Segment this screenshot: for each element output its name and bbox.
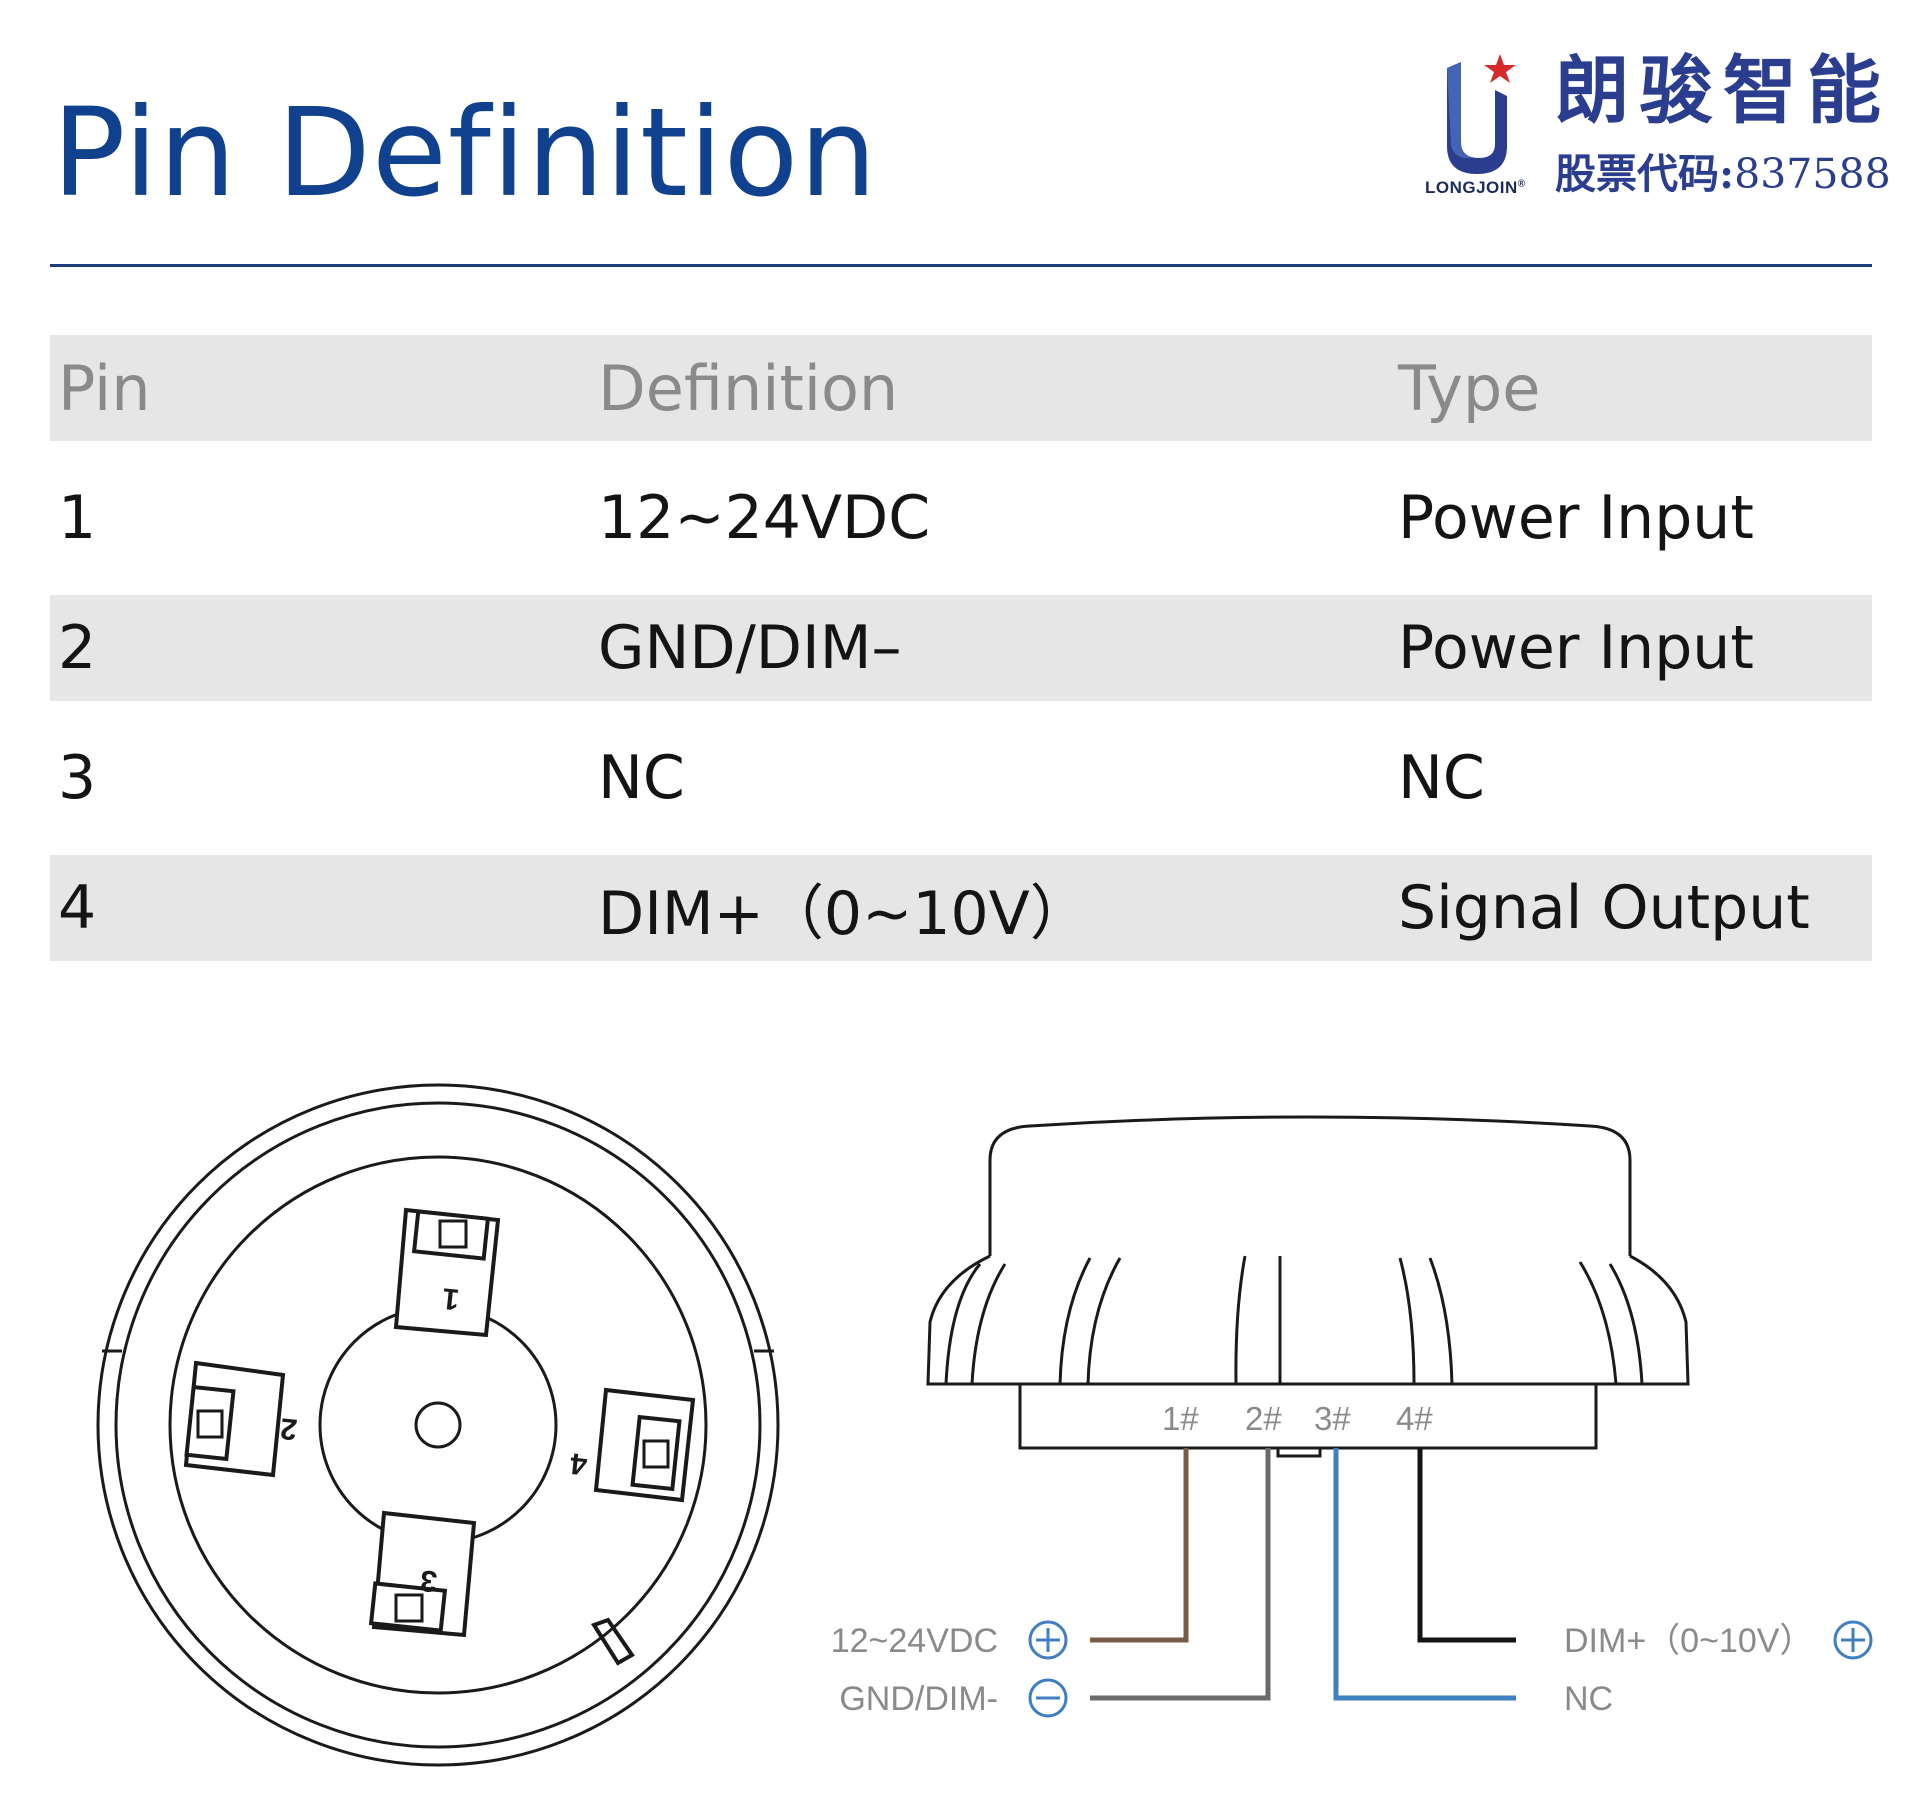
inner-housing-ring — [114, 1101, 762, 1749]
ribbed-body — [926, 1254, 1690, 1386]
pad-label-4: 4 — [568, 1446, 588, 1481]
column-header-pin: Pin — [50, 335, 590, 441]
company-logo: LONGJOIN® 朗骏智能 股票代码:837588 — [1425, 50, 1891, 210]
outer-housing-ring — [96, 1083, 780, 1767]
terminal-block — [1018, 1382, 1598, 1450]
center-hole — [414, 1401, 462, 1449]
type-cell: Power Input — [1398, 483, 1754, 553]
pad-label-1: 1 — [441, 1281, 461, 1316]
pin-cell: 3 — [58, 743, 97, 813]
connector-bottom-view-diagram: 1 2 3 4 — [96, 1083, 780, 1767]
center-hub — [318, 1305, 558, 1545]
page-title: Pin Definition — [52, 82, 878, 224]
base-ring — [168, 1155, 708, 1695]
table-row: 2 GND/DIM– Power Input — [50, 595, 1872, 701]
definition-cell: DIM+（0~10V） — [590, 855, 1390, 961]
column-header-definition: Definition — [590, 335, 1390, 441]
terminal-label-4: 4# — [1396, 1400, 1433, 1437]
dome-top — [988, 1115, 1632, 1256]
pin-cell: 1 — [58, 483, 97, 553]
definition-cell: NC — [598, 743, 685, 813]
definition-cell: GND/DIM– — [590, 595, 1390, 701]
wire-12-24vdc — [1090, 1448, 1189, 1643]
longjoin-u-star-logo-icon — [1447, 54, 1516, 174]
stock-code: 股票代码:837588 — [1555, 154, 1891, 195]
terminal-label-3: 3# — [1314, 1400, 1351, 1437]
logo-brand-english: LONGJOIN® — [1425, 178, 1526, 197]
pin-cell: 4 — [50, 855, 590, 961]
stock-code-value: 837588 — [1734, 150, 1891, 198]
pin-definition-table: Pin Definition Type 1 12~24VDC Power Inp… — [50, 335, 1872, 961]
table-row: 4 DIM+（0~10V） Signal Output — [50, 855, 1872, 961]
column-header-type: Type — [1390, 335, 1872, 441]
wire-label-nc: NC — [1564, 1680, 1613, 1718]
minus-icon — [1028, 1678, 1068, 1718]
wire-nc — [1333, 1448, 1516, 1701]
terminal-label-1: 1# — [1162, 1400, 1199, 1437]
wire-label-12-24vdc: 12~24VDC — [831, 1622, 998, 1660]
type-cell: Power Input — [1390, 595, 1872, 701]
connector-side-wiring-diagram: 1# 2# 3# 4# 12~24VDC GND/DIM- DIM+（0~10V… — [831, 1115, 1873, 1718]
wire-label-gnd-dim: GND/DIM- — [839, 1680, 998, 1718]
plus-icon — [1833, 1620, 1873, 1660]
table-row: 1 12~24VDC Power Input — [50, 441, 1872, 595]
wire-dim-plus — [1417, 1448, 1516, 1643]
pad-label-2: 2 — [279, 1411, 299, 1446]
table-header-row: Pin Definition Type — [50, 335, 1872, 441]
terminal-label-2: 2# — [1245, 1400, 1282, 1437]
wire-label-dim-plus: DIM+（0~10V） — [1564, 1622, 1813, 1660]
type-cell: Signal Output — [1390, 855, 1872, 961]
title-divider — [50, 264, 1872, 267]
pin-cell: 2 — [50, 595, 590, 701]
stock-code-label: 股票代码: — [1555, 150, 1735, 198]
logo-brand-chinese: 朗骏智能 — [1555, 48, 1891, 134]
plus-icon — [1028, 1620, 1068, 1660]
table-row: 3 NC NC — [50, 701, 1872, 855]
type-cell: NC — [1398, 743, 1485, 813]
registered-mark: ® — [1517, 178, 1526, 190]
wire-gnd-dim — [1090, 1448, 1271, 1701]
pad-label-3: 3 — [419, 1563, 439, 1598]
definition-cell: 12~24VDC — [598, 483, 931, 553]
